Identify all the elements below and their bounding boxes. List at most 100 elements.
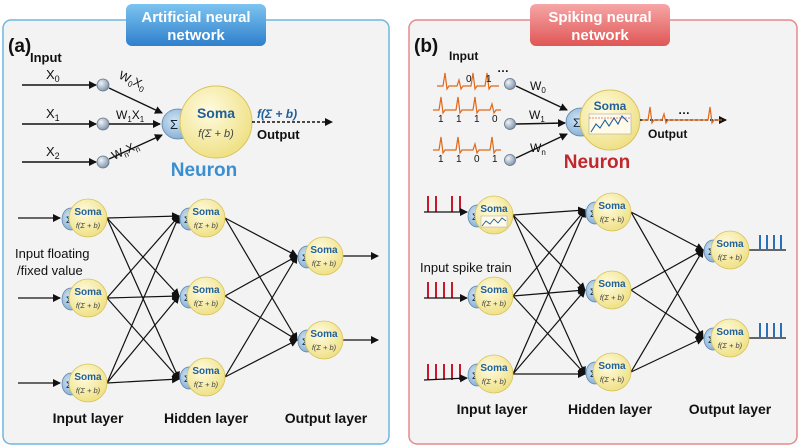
svg-text:1: 1 [456, 114, 462, 125]
panel-b-membrane-potential-icon [588, 113, 632, 135]
panel-a-input-neuron-2-soma [68, 363, 108, 403]
svg-text:0: 0 [466, 74, 472, 85]
panel-b-output-neuron-0-soma [710, 230, 750, 270]
panel-b-weight-w0: W0 [530, 79, 546, 95]
panel-a-neuron-label: Neuron [171, 160, 238, 181]
panel-b-layer-input: Input layer [457, 401, 528, 417]
panel-a-weight-w0x0: W0X0 [117, 68, 146, 95]
edge-in1-hid0 [106, 215, 180, 299]
output-spike-train-1 [759, 323, 782, 338]
svg-text:1: 1 [456, 154, 462, 165]
panel-b-hidden-neuron-2-soma [592, 352, 632, 392]
svg-text:f(Σ + b): f(Σ + b) [194, 221, 219, 230]
svg-text:Soma: Soma [74, 287, 102, 298]
input-waveform-2 [433, 136, 501, 155]
svg-text:Soma: Soma [197, 105, 235, 121]
edge-in2-hid0 [106, 215, 180, 384]
input-waveform-1 [433, 96, 501, 115]
panel-b-weight-wn: Wn [530, 141, 546, 157]
svg-text:1: 1 [438, 154, 444, 165]
svg-text:Soma: Soma [192, 207, 220, 218]
output-waveform [642, 106, 722, 125]
panel-b-neuron: Σ Soma [565, 89, 641, 151]
panel-b-output-neuron-1-soma [710, 318, 750, 358]
svg-text:Soma: Soma [716, 327, 744, 338]
svg-text:Soma: Soma [598, 361, 626, 372]
svg-text:f(Σ + b): f(Σ + b) [718, 253, 743, 262]
svg-text:f(Σ + b): f(Σ + b) [718, 341, 743, 350]
edge-hid2-out1 [630, 337, 704, 373]
svg-text:f(Σ + b): f(Σ + b) [194, 380, 219, 389]
panel-b-input-neuron-0-soma [474, 195, 514, 235]
svg-text:f(Σ + b): f(Σ + b) [198, 128, 234, 140]
panel-b-title-banner [530, 4, 670, 46]
edge-in1-hid2 [106, 297, 180, 380]
svg-text:X2: X2 [46, 144, 60, 161]
input-spike-train-1 [427, 282, 453, 298]
panel-a-output-fn: f(Σ + b) [257, 107, 297, 121]
membrane-potential-icon [480, 215, 508, 228]
svg-text:X0: X0 [46, 67, 60, 84]
input-waveform-0 [437, 72, 499, 91]
svg-text:…: … [497, 61, 509, 75]
svg-text:Soma: Soma [594, 99, 627, 113]
svg-text:1: 1 [486, 74, 492, 85]
panel-b-input-neuron-2-soma [474, 354, 514, 394]
panel-a-weight-w1x1: W1X1 [116, 108, 145, 124]
panel-a-synapse-balls [96, 78, 110, 169]
panel-b-input-label: Input [449, 49, 478, 63]
panel-b-bits-row1: 1 1 1 0 [438, 114, 498, 125]
svg-text:f(Σ + b): f(Σ + b) [76, 221, 101, 230]
panel-a-layer-hidden: Hidden layer [164, 410, 249, 426]
svg-text:Σ: Σ [573, 116, 580, 130]
panel-a-hidden-neuron-1-soma [186, 276, 226, 316]
edge-hid1-out1 [630, 289, 704, 339]
svg-text:Soma: Soma [74, 372, 102, 383]
edge-in1-hid0 [512, 209, 586, 297]
panel-a-input-neuron-0-soma [68, 198, 108, 238]
edge-in1-hid1 [106, 292, 180, 301]
svg-text:Soma: Soma [598, 279, 626, 290]
svg-text:f(Σ + b): f(Σ + b) [600, 375, 625, 384]
panel-a-title-banner [126, 4, 266, 46]
panel-b-synapse-balls [504, 78, 516, 166]
panel-b-bits-row0: 0 1 … [466, 61, 509, 85]
panel-a-title-line1: Artificial neural [141, 9, 250, 26]
panel-b-neuron-label: Neuron [564, 152, 631, 173]
svg-text:0: 0 [474, 154, 480, 165]
svg-text:f(Σ + b): f(Σ + b) [76, 386, 101, 395]
panel-a-layer-output: Output layer [285, 410, 368, 426]
output-spike-train-0 [759, 235, 782, 250]
panel-a-input-note-line1: Input floating [15, 246, 89, 261]
edge-in2-hid0 [512, 209, 586, 375]
panel-a-input-neuron-1-soma [68, 278, 108, 318]
panel-a-neuron-soma [179, 85, 253, 159]
panel-a-neuron: Σ Soma f(Σ + b) [161, 85, 253, 159]
svg-text:Soma: Soma [480, 204, 508, 215]
edge-in0-hid0 [512, 206, 586, 216]
edge-hid2-out0 [630, 249, 704, 373]
panel-a-output-neuron-0-soma [304, 236, 344, 276]
svg-text:f(Σ + b): f(Σ + b) [600, 215, 625, 224]
svg-text:Soma: Soma [480, 363, 508, 374]
panel-b-weight-w1: W1 [529, 108, 545, 124]
panel-a-input-x2: X2 [46, 144, 60, 161]
panel-a-input-x0: X0 [46, 67, 60, 84]
panel-b-input-spike-trains [433, 72, 501, 155]
svg-text:0: 0 [492, 114, 498, 125]
panel-b-output-ellipsis: … [678, 103, 690, 117]
